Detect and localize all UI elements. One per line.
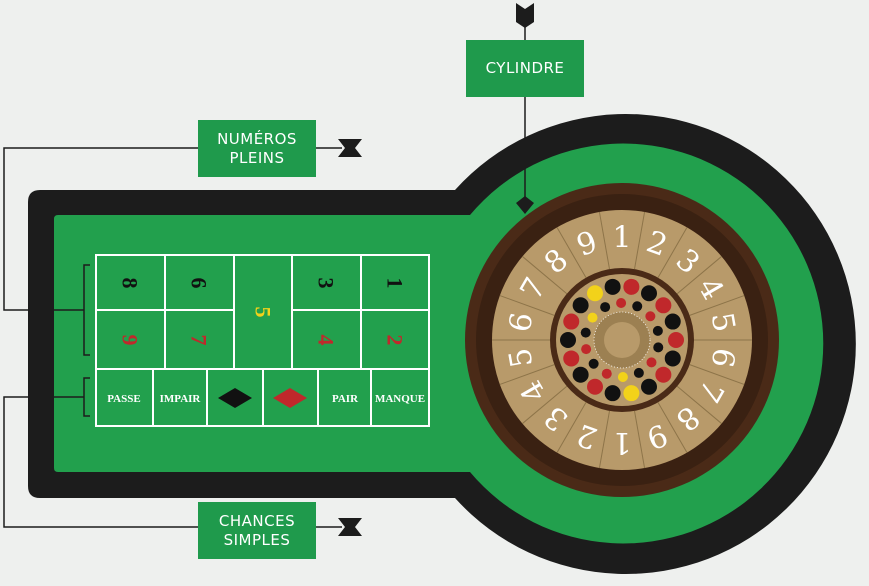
chance-manque: MANQUE	[375, 393, 425, 405]
label-cylindre: CYLINDRE	[466, 40, 584, 97]
wheel-spoke	[522, 256, 568, 295]
label-chances-line1: CHANCES	[218, 511, 296, 530]
label-cylindre-text: CYLINDRE	[485, 59, 565, 77]
grid-number: 9	[118, 335, 143, 346]
wheel-dot	[664, 313, 681, 330]
wheel-dot	[653, 342, 664, 353]
wheel-dot	[600, 302, 611, 313]
wheel-dot	[655, 297, 672, 314]
arrow-fletch-icon	[516, 3, 534, 28]
wheel-dot	[563, 350, 580, 367]
arrow-fletch-icon	[338, 139, 362, 157]
arrow-fletch-icon	[338, 518, 362, 536]
wheel-dot	[587, 378, 603, 395]
chance-impair: IMPAIR	[160, 393, 202, 405]
wheel-dot	[633, 367, 644, 378]
grid-number: 2	[383, 335, 408, 346]
wheel-spoke	[657, 402, 688, 453]
wheel-spoke	[556, 402, 587, 453]
grid-number: 1	[383, 278, 408, 289]
wheel-dot	[655, 366, 672, 383]
chances-row: PASSE IMPAIR PAIR MANQUE	[107, 388, 425, 408]
black-diamond-icon	[218, 388, 252, 408]
wheel-dot	[588, 358, 599, 369]
betting-grid	[95, 254, 430, 427]
wheel-spoke	[634, 410, 646, 469]
wheel-number: 1	[612, 425, 631, 460]
wheel-dot	[601, 368, 612, 379]
wheel-spoke	[499, 295, 555, 316]
grid-number: 3	[314, 278, 339, 289]
wheel-spoke	[689, 364, 745, 385]
wheel-dot	[560, 332, 576, 348]
wheel-dot	[641, 285, 657, 302]
wheel-dot	[572, 297, 589, 314]
label-chances-simples: CHANCES SIMPLES	[198, 502, 316, 559]
chance-passe: PASSE	[107, 393, 140, 405]
wheel-spoke	[499, 364, 555, 385]
wheel-dot	[616, 298, 627, 309]
grid-number: 6	[187, 278, 212, 289]
wheel-dot	[617, 371, 628, 382]
label-chances-line2: SIMPLES	[223, 530, 291, 549]
wheel-spoke	[689, 295, 745, 316]
wheel-spoke	[657, 227, 688, 278]
connectors	[3, 20, 526, 528]
wheel-number: 1	[612, 221, 631, 256]
wheel-dot	[587, 312, 598, 323]
chance-pair: PAIR	[332, 393, 359, 405]
wheel-dot	[623, 278, 640, 295]
wheel-dot	[580, 327, 591, 338]
wheel-dot	[581, 344, 592, 355]
grid-number: 5	[251, 307, 276, 318]
grid-number: 7	[187, 335, 212, 346]
wheel-dot	[604, 385, 621, 402]
wheel-spoke	[522, 385, 568, 424]
wheel-spoke	[634, 211, 646, 270]
wheel-dot	[664, 350, 681, 367]
wheel-dot	[641, 378, 657, 395]
wheel-dot	[563, 313, 580, 330]
grid-number: 8	[118, 278, 143, 289]
wheel-dot	[645, 311, 656, 322]
label-numeros-pleins: NUMÉROS PLEINS	[198, 120, 316, 177]
red-diamond-icon	[273, 388, 307, 408]
wheel-dot	[623, 385, 640, 402]
label-numeros-line2: PLEINS	[229, 148, 285, 167]
label-numeros-line1: NUMÉROS	[217, 129, 297, 148]
wheel-dot	[632, 301, 643, 312]
wheel-dot	[572, 366, 589, 383]
wheel-dot	[604, 278, 621, 295]
wheel-spoke	[676, 256, 722, 295]
grid-number: 4	[314, 335, 339, 346]
wheel-dot	[652, 325, 663, 336]
wheel-spoke	[598, 410, 610, 469]
wheel-dot	[587, 285, 603, 302]
wheel-dot	[646, 357, 657, 368]
arrowhead-icon	[516, 196, 534, 214]
wheel-spoke	[556, 227, 587, 278]
wheel-spoke	[676, 385, 722, 424]
grid-numbers: 8 6 3 1 9 7 4 2 5	[118, 278, 408, 346]
wheel-dot	[668, 332, 684, 348]
wheel-spoke	[598, 211, 610, 270]
